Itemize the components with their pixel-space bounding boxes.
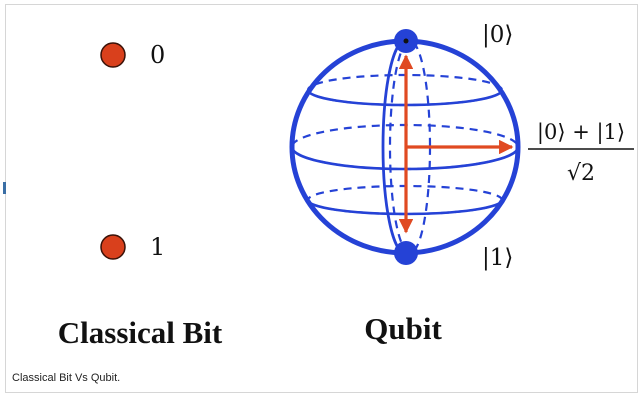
pole-one-dot (394, 241, 418, 265)
superposition-numerator: |0⟩ + |1⟩ (537, 120, 625, 145)
classical-bit-title: Classical Bit (58, 315, 223, 350)
figure-frame (5, 4, 638, 393)
scroll-edge-marker (3, 182, 6, 194)
bit-one-label: 1 (150, 233, 165, 261)
bit-one-dot (100, 234, 126, 260)
ket-one-label: |1⟩ (482, 245, 513, 271)
bit-zero-dot (100, 42, 126, 68)
qubit-title: Qubit (364, 311, 442, 346)
superposition-denominator: √2 (567, 161, 595, 186)
meridian-front (381, 39, 406, 255)
figure-caption: Classical Bit Vs Qubit. (12, 372, 121, 384)
bit-zero-label: 0 (150, 41, 165, 69)
ket-zero-label: |0⟩ (482, 22, 513, 48)
pole-zero-center (403, 38, 409, 44)
